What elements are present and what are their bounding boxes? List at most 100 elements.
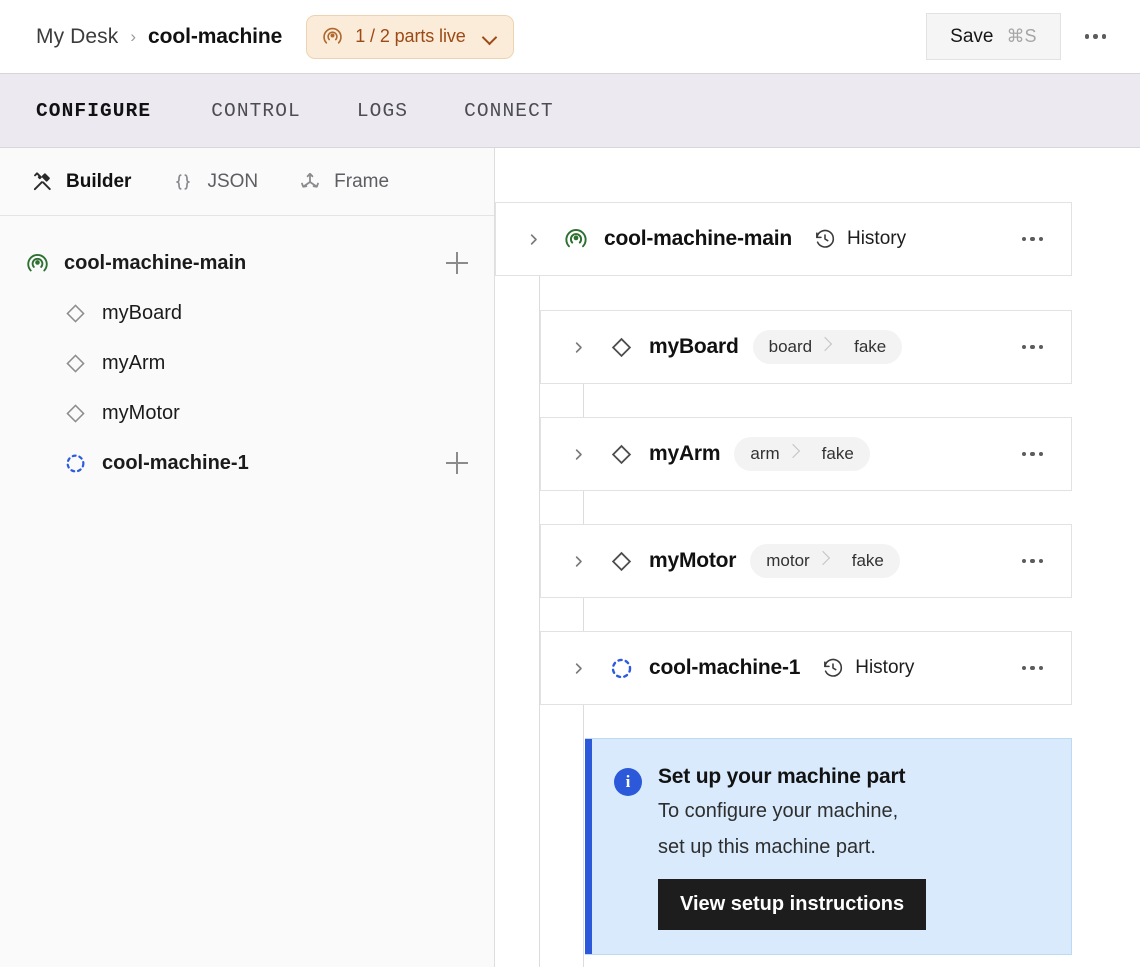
kebab-dot [1030,558,1035,564]
breadcrumb-separator-icon: › [130,27,137,46]
history-button[interactable]: History [814,228,906,250]
callout-description-line-2: set up this machine part. [658,835,876,858]
part-card-overflow-kebab-icon[interactable] [1014,549,1052,574]
view-setup-instructions-button[interactable]: View setup instructions [658,879,927,931]
chevron-right-icon[interactable] [526,232,548,247]
config-sidebar: Builder JSON [0,148,495,967]
kebab-dot [1084,34,1089,39]
frame-axes-icon [298,170,322,194]
history-clock-icon [814,228,836,250]
part-model-label: fake [854,337,887,356]
dashed-circle-icon [607,654,635,682]
tree-item-cool-machine-1[interactable]: cool-machine-1 [0,438,494,488]
callout-description-line-1: To configure your machine, [658,800,899,822]
pill-chevron-separator-icon [790,437,802,471]
card-spacer [495,276,1140,310]
part-card-overflow-kebab-icon[interactable] [1014,227,1052,252]
braces-icon [171,170,195,194]
parts-live-status-badge[interactable]: 1 / 2 parts live [306,14,514,59]
chevron-right-icon[interactable] [571,340,593,355]
part-type-model-pill: arm fake [734,437,870,471]
chevron-down-icon[interactable] [483,32,498,41]
card-spacer [495,491,1140,524]
header-actions: Save ⌘S [926,13,1124,60]
tree-item-cool-machine-main[interactable]: cool-machine-main [0,238,494,288]
callout-title: Set up your machine part [658,765,906,788]
diamond-icon [607,333,635,361]
dashed-circle-icon [60,450,90,476]
part-model-label: fake [821,444,854,463]
tree-item-myarm[interactable]: myArm [0,338,494,388]
kebab-dot [1030,451,1035,457]
diamond-icon [607,547,635,575]
part-card-name: cool-machine-1 [649,656,801,679]
app-header: My Desk › cool-machine 1 / 2 parts live … [0,0,1140,73]
breadcrumb: My Desk › cool-machine [36,25,282,49]
sidebar-tool-frame[interactable]: Frame [298,170,429,194]
tab-control[interactable]: CONTROL [211,99,301,122]
part-card-name: myBoard [649,335,739,358]
sidebar-tool-builder-label: Builder [66,170,132,192]
chevron-right-icon[interactable] [571,661,593,676]
add-part-plus-icon[interactable] [446,252,468,274]
tree-item-label: cool-machine-1 [102,451,249,474]
sidebar-tool-frame-label: Frame [334,170,390,192]
part-card-mymotor[interactable]: myMotor motor fake [540,524,1072,598]
diamond-icon [60,350,90,376]
broadcast-icon [562,225,590,253]
kebab-dot [1021,236,1026,242]
callout-description: To configure your machine, set up this m… [658,794,926,865]
tree-item-label: myMotor [102,401,180,424]
kebab-dot [1021,665,1026,671]
part-model-label: fake [851,551,884,570]
tree-item-myboard[interactable]: myBoard [0,288,494,338]
chevron-right-icon[interactable] [571,554,593,569]
setup-machine-part-callout: i Set up your machine part To configure … [585,738,1072,956]
machine-tree: cool-machine-main myBoard myArm [0,216,494,488]
breadcrumb-root-link[interactable]: My Desk [36,24,119,48]
parts-live-label: 1 / 2 parts live [355,26,466,46]
save-shortcut-hint: ⌘S [1006,26,1037,46]
part-type-label: board [768,337,813,356]
part-card-myarm[interactable]: myArm arm fake [540,417,1072,491]
tab-logs[interactable]: LOGS [356,99,409,122]
part-card-overflow-kebab-icon[interactable] [1014,335,1052,360]
sidebar-tool-builder[interactable]: Builder [30,170,171,194]
add-part-plus-icon[interactable] [446,452,468,474]
kebab-dot [1038,665,1043,671]
kebab-dot [1021,344,1026,350]
header-overflow-kebab-icon[interactable] [1067,22,1125,51]
sidebar-tool-json[interactable]: JSON [171,170,298,194]
info-icon: i [614,768,642,796]
card-spacer [495,705,1140,738]
part-card-overflow-kebab-icon[interactable] [1014,656,1052,681]
part-card-cool-machine-1[interactable]: cool-machine-1 History [540,631,1072,705]
config-builder-panel: cool-machine-main History [495,148,1140,967]
kebab-dot [1093,34,1098,39]
tab-configure[interactable]: CONFIGURE [36,99,152,122]
broadcast-icon [321,25,344,48]
callout-body: i Set up your machine part To configure … [592,739,1071,954]
kebab-dot [1101,34,1106,39]
kebab-dot [1038,344,1043,350]
save-button-label: Save [950,25,994,47]
workspace-body: Builder JSON [0,148,1140,967]
part-card-overflow-kebab-icon[interactable] [1014,442,1052,467]
save-button[interactable]: Save ⌘S [926,13,1061,60]
chevron-right-icon[interactable] [571,447,593,462]
diamond-icon [607,440,635,468]
tab-connect[interactable]: CONNECT [464,99,554,122]
part-card-cool-machine-main[interactable]: cool-machine-main History [495,202,1072,276]
card-spacer [495,598,1140,631]
tree-item-mymotor[interactable]: myMotor [0,388,494,438]
kebab-dot [1038,451,1043,457]
kebab-dot [1021,451,1026,457]
tree-item-label: myBoard [102,301,183,324]
kebab-dot [1030,344,1035,350]
part-card-myboard[interactable]: myBoard board fake [540,310,1072,384]
sidebar-view-switcher: Builder JSON [0,148,494,216]
history-label: History [855,657,915,678]
tree-item-label: cool-machine-main [64,251,247,274]
broadcast-icon [22,250,52,276]
history-button[interactable]: History [822,657,914,679]
